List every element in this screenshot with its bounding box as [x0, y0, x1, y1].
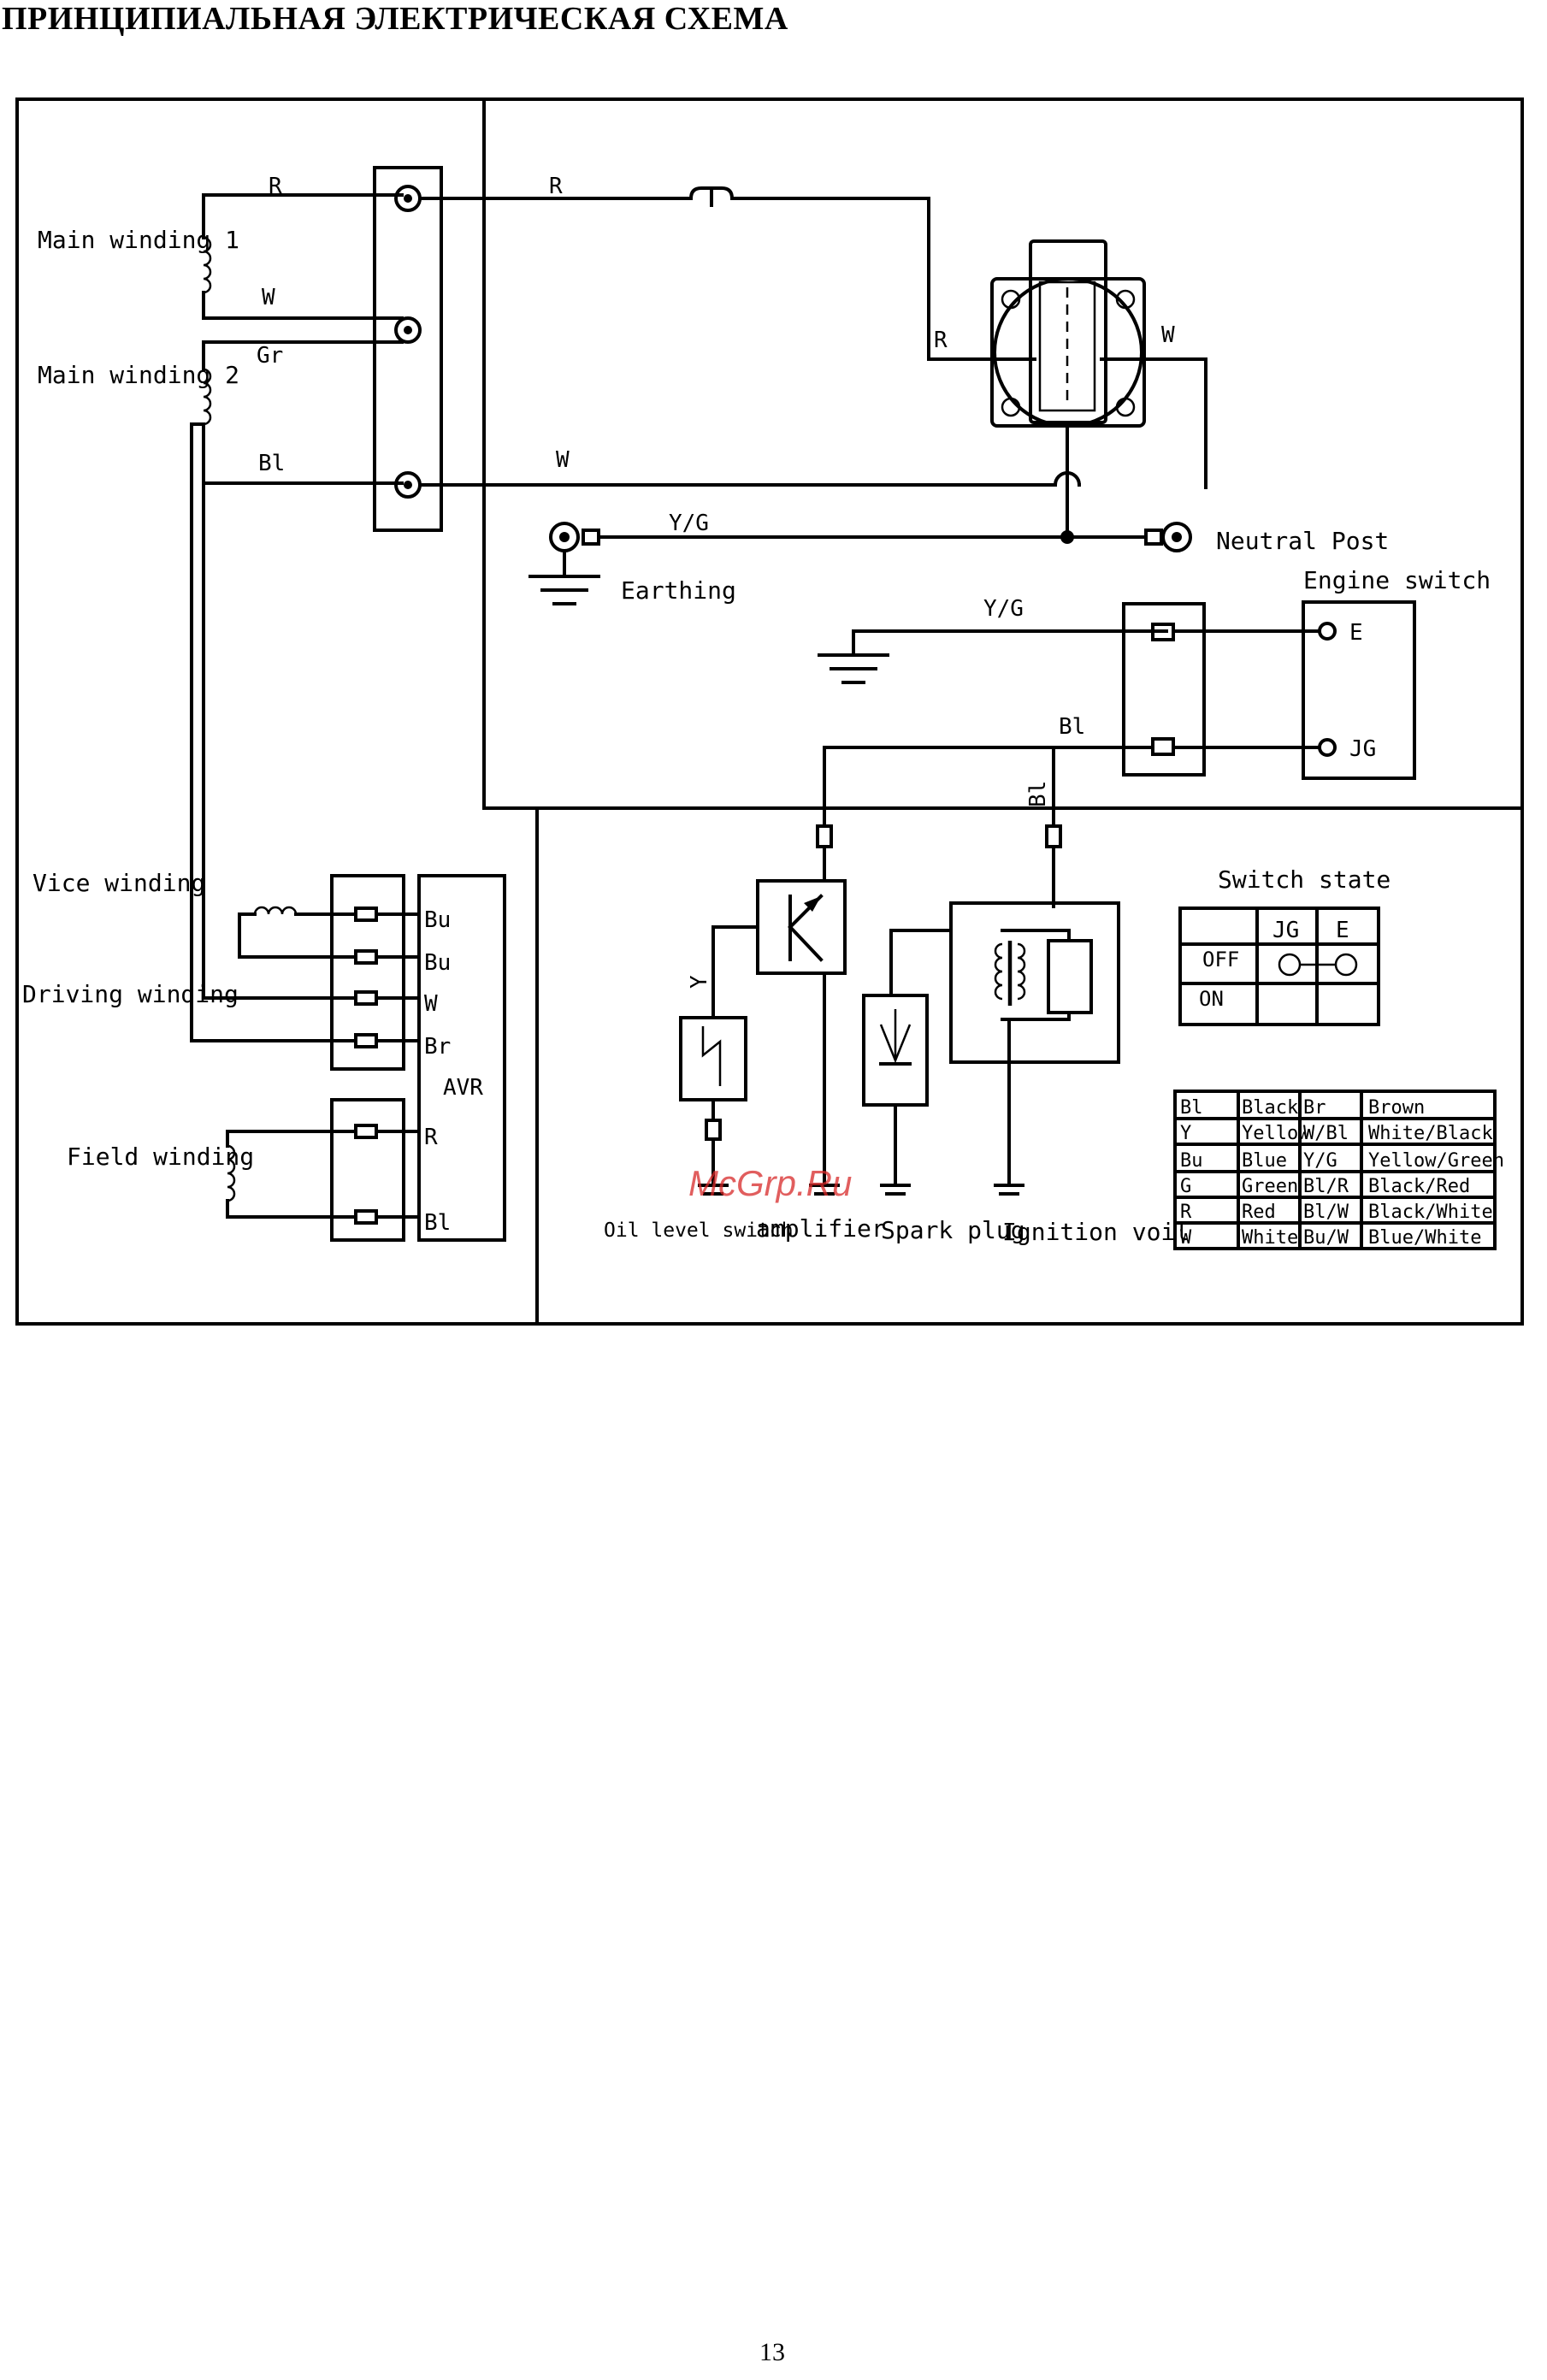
avr-terminal-w: W [424, 991, 438, 1017]
wire-label-r-breaker: R [549, 174, 563, 199]
field-winding-label: Field winding [67, 1143, 254, 1171]
color-table-cell: Blue/White [1368, 1227, 1481, 1249]
page-number: 13 [759, 2338, 785, 2366]
switch-state-label: Switch state [1218, 865, 1391, 894]
engine-switch-terminal-jg: JG [1349, 736, 1376, 762]
wire-label-r-socket: R [934, 328, 948, 353]
switch-table-state-on: ON [1199, 987, 1224, 1011]
main-winding-2-label: Main winding 2 [38, 361, 239, 389]
ignition-circuit [679, 824, 1120, 1196]
switch-table-header-e: E [1336, 918, 1349, 943]
wire-label-w-socket: W [1161, 322, 1175, 348]
watermark: McGrp.Ru [688, 1163, 853, 1203]
color-table-cell: Green [1242, 1176, 1298, 1197]
color-table-cell: Bu/W [1303, 1227, 1349, 1249]
wire-label-bl-vertical: Bl [1025, 781, 1051, 807]
engine-switch-wiring [818, 600, 1416, 828]
color-table-cell: Red [1242, 1202, 1276, 1223]
color-table-cell: Bl/R [1303, 1176, 1349, 1197]
wire-label-bl-winding: Bl [258, 451, 285, 476]
color-code-table [1173, 1090, 1497, 1250]
switch-state-table-text: JG E OFF ON [1199, 918, 1349, 1011]
color-table-cell: Yellow/Green [1368, 1150, 1504, 1172]
earth-neutral-wiring [528, 522, 1192, 605]
frame [15, 97, 1524, 1326]
color-table-cell: Black [1242, 1097, 1298, 1119]
oil-level-switch-label: Oil level switch [604, 1220, 794, 1242]
color-table-cell: Br [1303, 1097, 1326, 1119]
avr-terminal-br: Br [424, 1034, 451, 1060]
color-table-cell: G [1180, 1176, 1191, 1197]
main-winding-1 [202, 193, 404, 320]
wire-labels: R R W Gr Bl W R W Y/G Y/G Bl Bl Y Bu Bu … [257, 174, 1376, 1236]
color-table-cell: Black/White [1368, 1202, 1493, 1223]
color-table-cell: Brown [1368, 1097, 1425, 1119]
wire-label-bl-switch: Bl [1059, 714, 1085, 740]
color-table-cell: Black/Red [1368, 1176, 1470, 1197]
ignition-coil-label: Ignition voil [1002, 1218, 1190, 1246]
component-labels: Main winding 1 Main winding 2 Vice windi… [22, 226, 1491, 1246]
spark-plug-label: Spark plug [881, 1216, 1025, 1244]
color-table-cell: W/Bl [1303, 1123, 1349, 1144]
color-table-cell: Blue [1242, 1150, 1287, 1172]
main-winding-1-label: Main winding 1 [38, 226, 239, 254]
driving-winding-label: Driving winding [22, 980, 239, 1008]
page-title: ПРИНЦИПИАЛЬНАЯ ЭЛЕКТРИЧЕСКАЯ СХЕМА [2, 1, 788, 37]
neutral-post-label: Neutral Post [1216, 527, 1389, 555]
avr-label: AVR [443, 1075, 483, 1101]
color-table-cell: Y/G [1303, 1150, 1337, 1172]
color-table-cell: Bl/W [1303, 1202, 1349, 1223]
color-table-cell: Bu [1180, 1150, 1203, 1172]
switch-state-table [1178, 907, 1380, 1026]
color-table-cell: White [1242, 1227, 1298, 1249]
avr-terminal-bl: Bl [424, 1210, 451, 1236]
color-table-cell: White/Black [1368, 1123, 1493, 1144]
terminal-block [373, 166, 443, 532]
earthing-label: Earthing [621, 576, 736, 605]
vice-winding-label: Vice winding [32, 869, 205, 897]
wire-label-r-winding: R [269, 174, 282, 199]
ac-socket [990, 239, 1153, 428]
color-table-cell: R [1180, 1202, 1192, 1223]
switch-table-header-jg: JG [1272, 918, 1299, 943]
color-table-cell: W [1180, 1227, 1192, 1249]
wire-label-w-winding: W [262, 285, 275, 310]
wire-label-gr-winding: Gr [257, 343, 283, 369]
switch-table-state-off: OFF [1202, 948, 1239, 971]
wire-label-y-oil: Y [687, 975, 712, 989]
avr-terminal-bu2: Bu [424, 950, 451, 976]
amplifier-label: amplifier [756, 1214, 886, 1243]
avr-terminal-bu1: Bu [424, 907, 451, 933]
avr-wiring [190, 422, 506, 1242]
output-wiring [418, 186, 1207, 539]
wire-label-w-lower: W [556, 447, 570, 473]
color-table-cell: Y [1180, 1123, 1191, 1144]
engine-switch-label: Engine switch [1303, 566, 1491, 594]
color-table-cell: Bl [1180, 1097, 1203, 1119]
wire-label-yg-earth: Y/G [669, 511, 709, 536]
wire-label-yg-switch: Y/G [983, 596, 1024, 622]
engine-switch-terminal-e: E [1349, 620, 1363, 646]
color-table-cell: Yellow [1242, 1123, 1310, 1144]
avr-terminal-r: R [424, 1125, 438, 1150]
